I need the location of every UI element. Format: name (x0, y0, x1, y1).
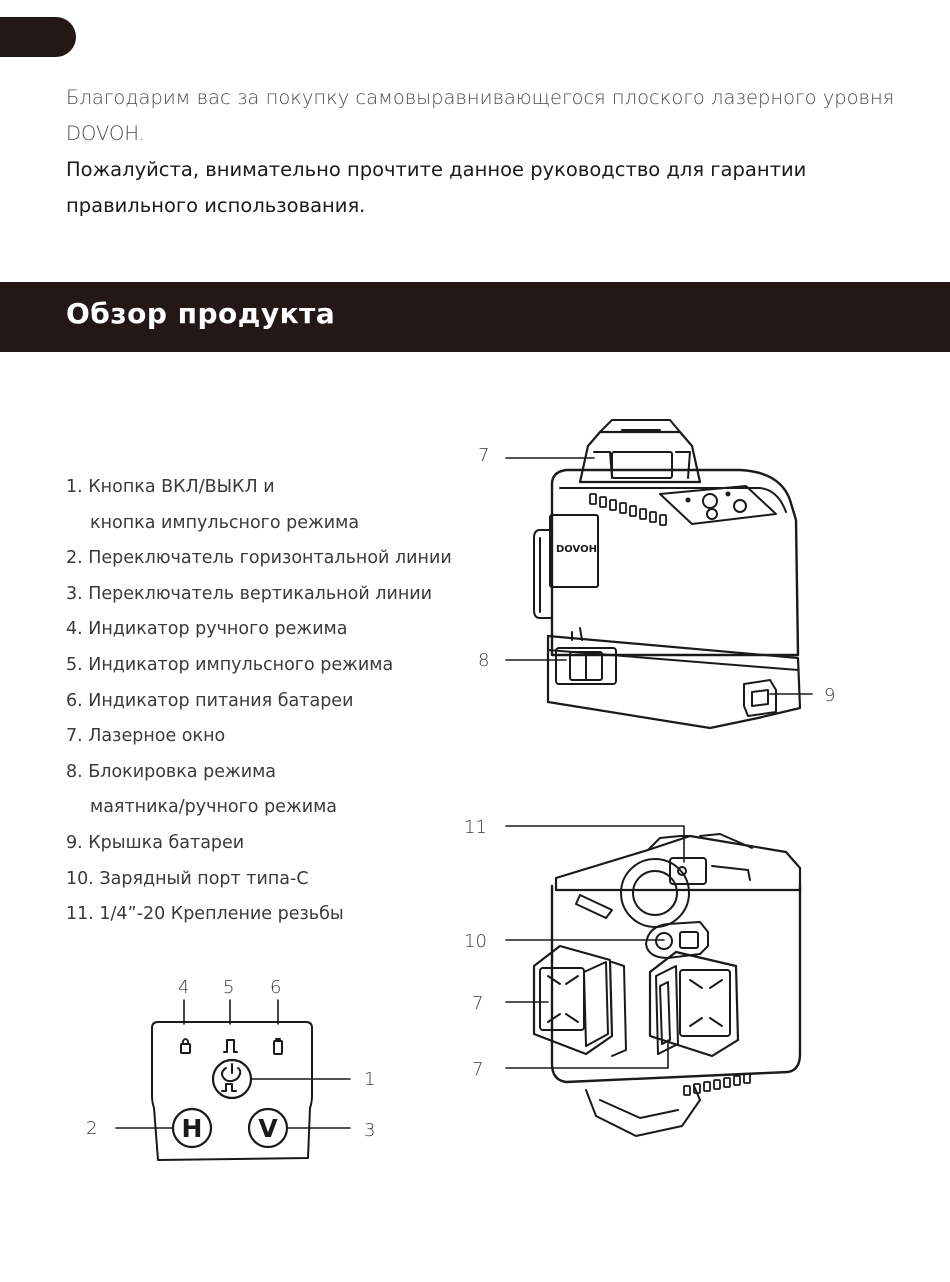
list-item-text: 8. Блокировка режима (66, 761, 277, 782)
list-item-text: 9. Крышка батареи (66, 832, 245, 853)
list-item: 3. Переключатель вертикальной линии (66, 577, 496, 613)
list-item-text: 4. Индикатор ручного режима (66, 619, 348, 640)
callout-pulse-indicator: 5 (223, 977, 234, 998)
callout-manual-indicator: 4 (178, 977, 189, 998)
callout-pendulum-lock: 8 (478, 650, 489, 671)
callout-v-switch: 3 (364, 1120, 375, 1141)
list-item-text: 10. Зарядный порт типа-С (66, 868, 309, 889)
device-brand-logo: DOVOH (556, 544, 597, 555)
list-item: 5. Индикатор импульсного режима (66, 648, 496, 684)
callout-laser-window-top: 7 (478, 445, 489, 466)
list-item-text: 5. Индикатор импульсного режима (66, 654, 394, 675)
list-item: 11. 1/4”-20 Крепление резьбы (66, 897, 496, 933)
list-item-text-cont: маятника/ручного режима (90, 797, 338, 818)
list-item: 10. Зарядный порт типа-С (66, 862, 496, 898)
intro-thanks: Благодарим вас за покупку самовыравниваю… (66, 86, 895, 145)
callout-battery-indicator: 6 (270, 977, 281, 998)
callout-power-button: 1 (364, 1069, 375, 1090)
parts-list: 1. Кнопка ВКЛ/ВЫКЛ и кнопка импульсного … (66, 470, 496, 933)
callout-type-c-port: 10 (464, 931, 487, 952)
callout-laser-window-left: 7 (472, 993, 483, 1014)
list-item-text: 11. 1/4”-20 Крепление резьбы (66, 904, 344, 925)
lock-icon (180, 1038, 191, 1054)
pulse-icon (223, 1039, 238, 1053)
intro-block: Благодарим вас за покупку самовыравниваю… (66, 80, 926, 224)
list-item-text: 2. Переключатель горизонтальной линии (66, 548, 452, 569)
page-tab-marker (0, 17, 76, 57)
list-item: 9. Крышка батареи (66, 826, 496, 862)
section-header: Обзор продукта (0, 282, 950, 352)
laser-level-bottom-view (532, 833, 802, 1137)
list-item: 1. Кнопка ВКЛ/ВЫКЛ и кнопка импульсного … (66, 470, 496, 541)
v-switch-label: V (258, 1114, 278, 1143)
list-item-text: 7. Лазерное окно (66, 726, 226, 747)
callout-thread-mount: 11 (464, 817, 487, 838)
list-item-text-cont: кнопка импульсного режима (90, 512, 360, 533)
list-item-text: 3. Переключатель вертикальной линии (66, 583, 433, 604)
section-title: Обзор продукта (66, 297, 336, 330)
list-item: 7. Лазерное окно (66, 719, 496, 755)
laser-level-front-view (533, 419, 802, 730)
h-switch-label: H (182, 1114, 203, 1143)
list-item: 2. Переключатель горизонтальной линии (66, 541, 496, 577)
intro-please: Пожалуйста, внимательно прочтите данное … (66, 158, 807, 217)
list-item: 6. Индикатор питания батареи (66, 684, 496, 720)
list-item-text: 1. Кнопка ВКЛ/ВЫКЛ и (66, 477, 275, 497)
list-item: 8. Блокировка режима маятника/ручного ре… (66, 755, 496, 826)
callout-laser-window-right: 7 (472, 1059, 483, 1080)
list-item-text: 6. Индикатор питания батареи (66, 690, 354, 711)
callout-h-switch: 2 (86, 1118, 97, 1139)
battery-icon (273, 1038, 283, 1055)
power-icon (211, 1058, 253, 1100)
list-item: 4. Индикатор ручного режима (66, 612, 496, 648)
callout-battery-cover: 9 (824, 685, 835, 706)
control-panel-diagram (115, 999, 351, 1161)
